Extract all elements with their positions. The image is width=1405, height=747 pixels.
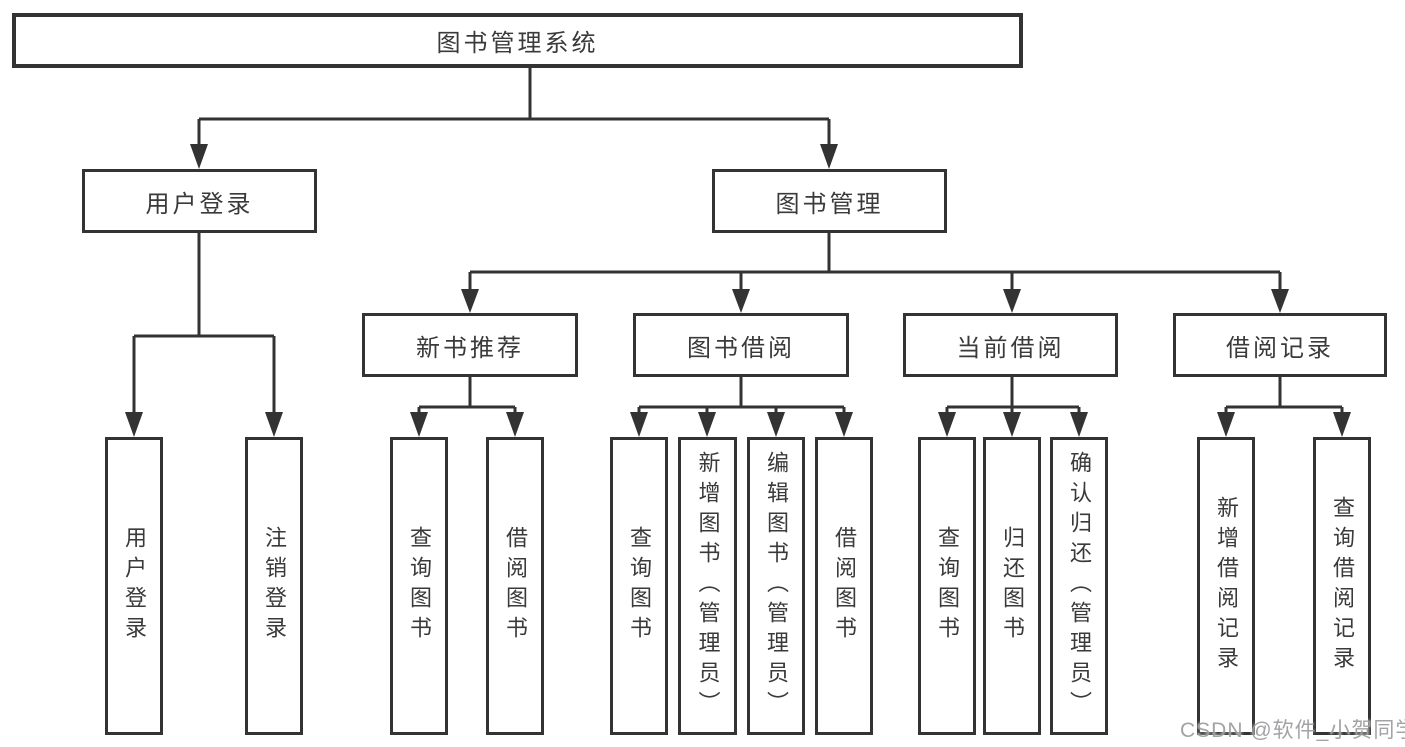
node-label: 编辑图书（管理员） <box>764 451 789 721</box>
node-label: 借阅图书 <box>503 526 528 646</box>
arrowhead <box>461 289 479 313</box>
node-label: 查询借阅记录 <box>1330 496 1355 676</box>
connector-newbooks-to-leaves <box>410 375 524 437</box>
leaf-edit-books-admin: 编辑图书（管理员） <box>747 437 805 735</box>
leaf-query-books-2: 查询图书 <box>610 437 668 735</box>
connector-root-to-level2 <box>190 66 838 169</box>
node-book-management: 图书管理 <box>712 169 947 233</box>
connector-bookborrow-to-leaves <box>630 375 853 437</box>
node-label: 用户登录 <box>122 526 147 646</box>
leaf-query-books-3: 查询图书 <box>918 437 976 735</box>
arrowhead <box>767 412 785 437</box>
node-root-system: 图书管理系统 <box>12 13 1023 68</box>
node-label: 图书借阅 <box>687 334 795 362</box>
arrowhead <box>1271 289 1289 313</box>
node-label: 确认归还（管理员） <box>1067 451 1092 721</box>
node-user-login: 用户登录 <box>82 169 317 233</box>
connector-borrowrecords-to-leaves <box>1217 375 1351 437</box>
leaf-logout: 注销登录 <box>245 437 303 735</box>
arrowhead <box>1070 412 1088 437</box>
arrowhead <box>125 412 143 437</box>
leaf-return-books: 归还图书 <box>983 437 1041 735</box>
arrowhead <box>1003 412 1021 437</box>
node-label: 新增图书（管理员） <box>695 451 721 721</box>
leaf-borrow-books-2: 借阅图书 <box>815 437 873 735</box>
leaf-query-books-1: 查询图书 <box>390 437 448 735</box>
leaf-confirm-return-admin: 确认归还（管理员） <box>1050 437 1108 735</box>
node-book-borrow: 图书借阅 <box>633 313 849 377</box>
arrowhead <box>732 289 750 313</box>
node-label: 新书推荐 <box>416 334 524 362</box>
arrowhead <box>410 412 428 437</box>
node-label: 新增借阅记录 <box>1214 496 1239 676</box>
arrowhead <box>190 144 208 169</box>
node-label: 图书管理 <box>775 190 884 218</box>
arrowhead <box>630 412 648 437</box>
leaf-add-books-admin: 新增图书（管理员） <box>678 437 737 735</box>
node-label: 用户登录 <box>145 190 254 218</box>
arrowhead <box>698 412 716 437</box>
arrowhead <box>835 412 853 437</box>
leaf-borrow-books-1: 借阅图书 <box>486 437 544 735</box>
arrowhead <box>506 412 524 437</box>
arrowhead <box>1217 412 1235 437</box>
node-current-borrow: 当前借阅 <box>903 313 1118 377</box>
leaf-add-borrow-record: 新增借阅记录 <box>1197 437 1255 735</box>
node-label: 查询图书 <box>407 526 432 646</box>
leaf-query-borrow-record: 查询借阅记录 <box>1313 437 1371 735</box>
node-label: 归还图书 <box>1000 526 1025 646</box>
node-label: 查询图书 <box>627 526 652 646</box>
arrowhead <box>265 412 283 437</box>
node-borrow-records: 借阅记录 <box>1173 313 1387 377</box>
node-label: 图书管理系统 <box>436 30 599 57</box>
connector-currentborrow-to-leaves <box>938 375 1088 437</box>
connector-bookmgmt-to-level3 <box>461 231 1289 313</box>
arrowhead <box>938 412 956 437</box>
node-label: 当前借阅 <box>956 334 1065 362</box>
csdn-watermark: CSDN @软件_小贺同学 <box>1180 719 1405 742</box>
node-label: 借阅记录 <box>1226 334 1334 362</box>
node-label: 借阅图书 <box>832 526 857 646</box>
arrowhead <box>1003 289 1021 313</box>
node-new-book-recommend: 新书推荐 <box>362 313 578 377</box>
leaf-user-login: 用户登录 <box>105 437 163 735</box>
connector-userlogin-to-leaves <box>125 231 283 437</box>
arrowhead <box>820 144 838 169</box>
arrowhead <box>1333 412 1351 437</box>
node-label: 注销登录 <box>262 526 287 646</box>
node-label: 查询图书 <box>935 526 960 646</box>
